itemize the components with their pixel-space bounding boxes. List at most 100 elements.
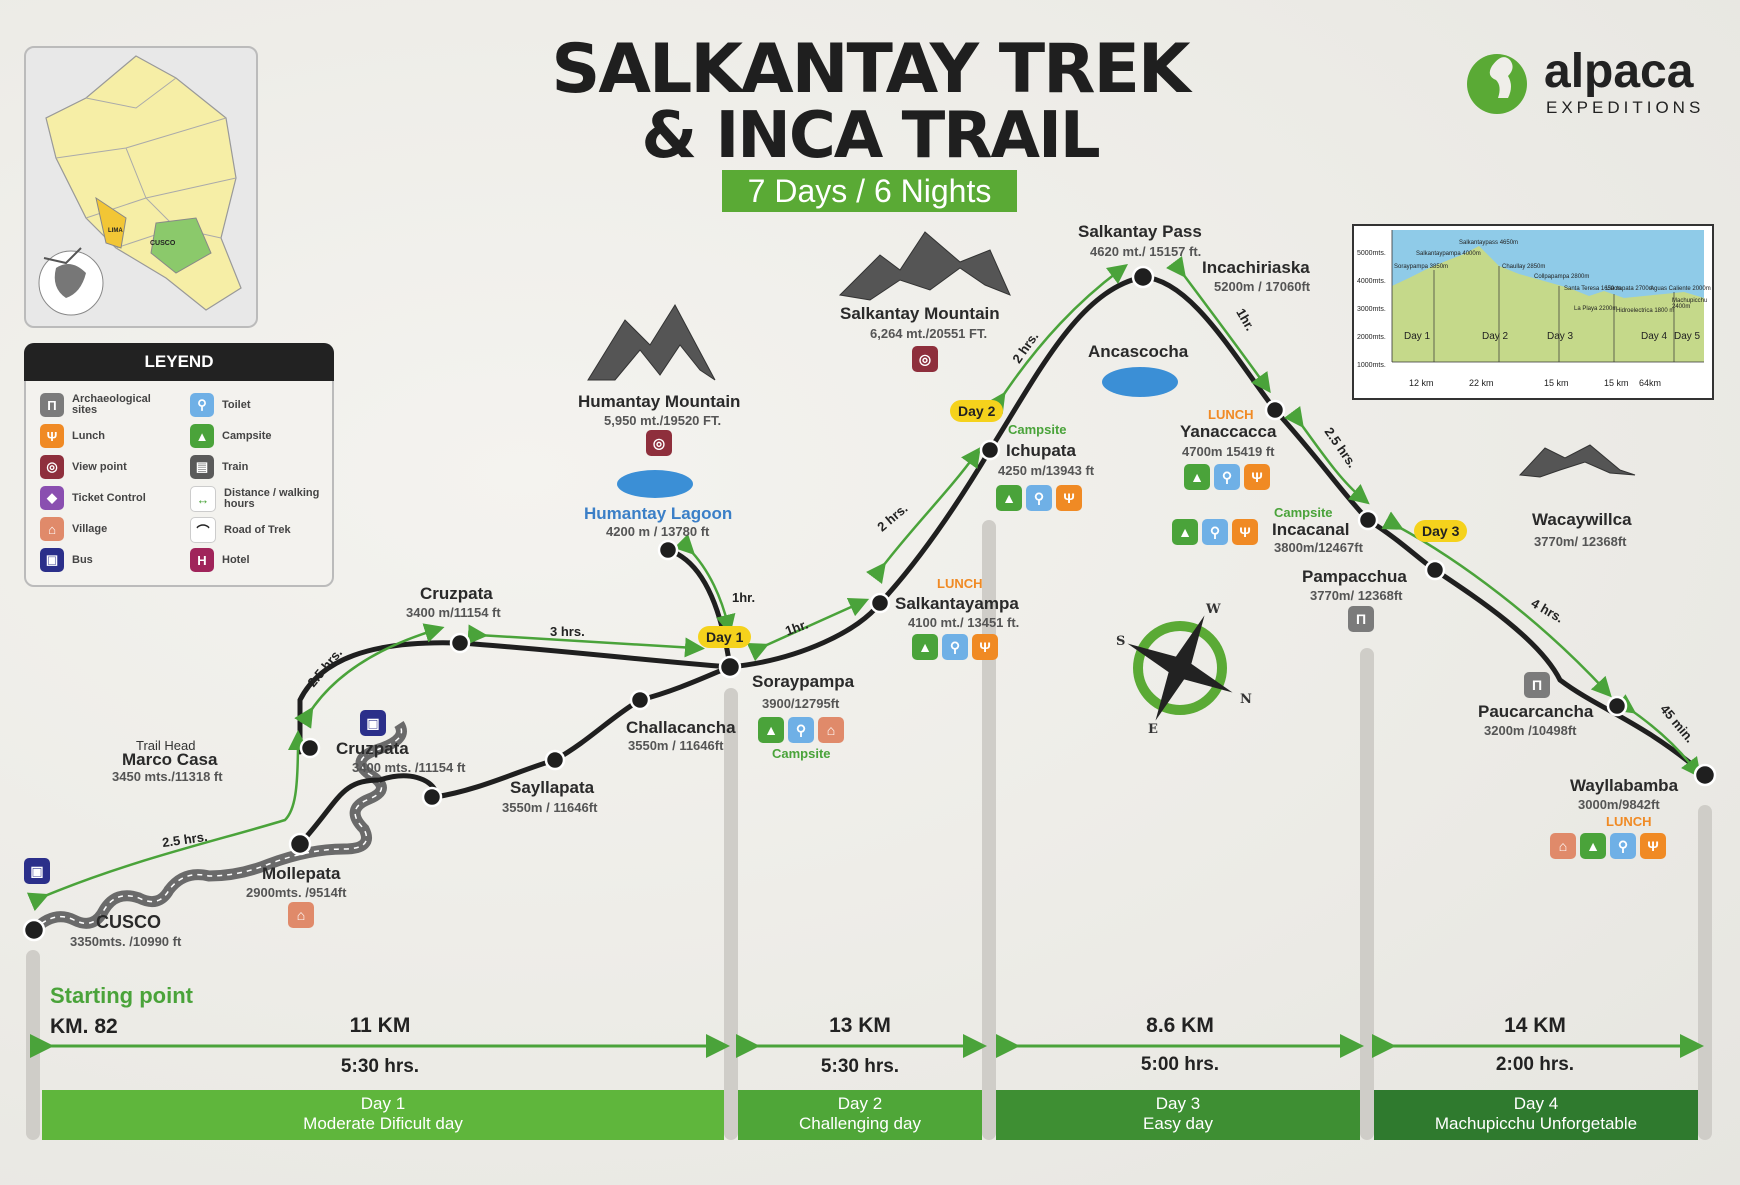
challacancha-name: Challacancha [626, 718, 736, 737]
yanaccacca-icons: ▲ ⚲ Ψ [1184, 464, 1270, 490]
salkantay-viewpoint-icon: ◎ [912, 346, 938, 372]
profile-day4: Day 4 [1641, 331, 1668, 342]
peru-inset-map: CUSCO LIMA [24, 46, 258, 328]
legend-item: ↔ Distance / walking hours [190, 486, 324, 512]
legend-item-label: Toilet [222, 398, 251, 411]
profile-yticks: 5000mts.4000mts.3000mts.2000mts.1000mts. [1357, 250, 1386, 369]
profile-peak9: Hidroelectrica 1800 m [1616, 308, 1675, 314]
seg3-km: 8.6 KM [1146, 1014, 1214, 1037]
legend-item-label: Ticket Control [72, 491, 146, 504]
lunch-icon: Ψ [40, 424, 64, 448]
profile-peak2: Salkantaypampa 4000m [1416, 251, 1481, 257]
pampacchua-ruins-icon: Π [1348, 606, 1374, 632]
humantay-lagoon-name: Humantay Lagoon [584, 504, 733, 523]
soraypampa-alt: 3900/12795ft [762, 696, 840, 711]
legend-item-label: Distance / walking hours [224, 487, 320, 510]
incacanal-name: Incacanal [1272, 520, 1350, 539]
yanaccacca-alt: 4700m 15419 ft [1182, 444, 1275, 459]
incacanal-pre: Campsite [1274, 505, 1333, 520]
ichupata-name: Ichupata [1006, 441, 1076, 460]
paucarcancha-ruins-icon: Π [1524, 672, 1550, 698]
wayllabamba-icons: ⌂ ▲ ⚲ Ψ [1550, 833, 1666, 859]
salkantay-mountain-name: Salkantay Mountain [840, 304, 1000, 323]
legend-item-label: View point [72, 460, 127, 473]
profile-peak6: Santa Teresa 1650 m [1564, 286, 1621, 292]
lunch-icon: Ψ [1056, 485, 1082, 511]
bus-icon: ▣ [40, 548, 64, 572]
day3-marker: Day 3 [1414, 520, 1468, 542]
cruzpata-top-alt: 3400 m/11154 ft [406, 605, 501, 620]
profile-day5: Day 5 [1674, 331, 1701, 342]
brand-name: alpaca [1544, 45, 1694, 98]
campsite-icon: ▲ [190, 424, 214, 448]
cruzpata-bus-name: Cruzpata [336, 739, 409, 758]
paucarcancha-name: Paucarcancha [1478, 702, 1594, 721]
profile-day3: Day 3 [1547, 331, 1574, 342]
distance-icon: ↔ [190, 486, 216, 512]
toilet-icon: ⚲ [1202, 519, 1228, 545]
mollepata-name: Mollepata [262, 864, 341, 883]
wayllabamba-name: Wayllabamba [1570, 776, 1679, 795]
ancascocha-name: Ancascocha [1088, 342, 1189, 361]
wacaywillca-alt: 3770m/ 12368ft [1534, 534, 1627, 549]
legend-item: ▤Train [190, 455, 248, 479]
legend-item-label: Lunch [72, 429, 105, 442]
seg4-km: 14 KM [1504, 1014, 1566, 1037]
pampacchua-name: Pampacchua [1302, 567, 1407, 586]
incachiriaska-name: Incachiriaska [1202, 258, 1310, 277]
train-icon: ▤ [190, 455, 214, 479]
ichupata-alt: 4250 m/13943 ft [998, 463, 1095, 478]
marco-casa-name: Marco Casa [122, 750, 218, 769]
wayllabamba-note: LUNCH [1606, 814, 1652, 829]
toilet-icon: ⚲ [190, 393, 214, 417]
km-start: KM. 82 [50, 1015, 118, 1038]
salkantayampa-alt: 4100 mt./ 13451 ft. [908, 615, 1020, 630]
legend-item-label: Road of Trek [224, 523, 291, 536]
road-icon: ⌒ [190, 517, 216, 543]
soraypampa-name: Soraypampa [752, 672, 855, 691]
compass-rose [1127, 615, 1233, 721]
alpaca-logo-icon [1462, 46, 1532, 116]
sayllapata-alt: 3550m / 11646ft [502, 800, 598, 815]
humantay-mountain-name: Humantay Mountain [578, 392, 741, 411]
profile-dist1: 12 km [1409, 378, 1434, 388]
legend-item: ▣Bus [40, 548, 93, 572]
legend-item-label: Hotel [222, 553, 250, 566]
cruzpata-bus-alt: 3400 mts. /11154 ft [352, 760, 466, 775]
profile-peak8: La Playa 2200m [1574, 306, 1618, 312]
legend-item: ⌒ Road of Trek [190, 517, 291, 543]
campsite-icon: ▲ [1172, 519, 1198, 545]
profile-peak5: Collpapampa 2800m [1534, 274, 1590, 280]
viewpoint-icon: ◎ [40, 455, 64, 479]
salkantay-mountain-alt: 6,264 mt./20551 FT. [870, 326, 988, 341]
yanaccacca-name: Yanaccacca [1180, 422, 1277, 441]
inset-lima-label: LIMA [108, 228, 123, 234]
ichupata-icons: ▲ ⚲ Ψ [996, 485, 1082, 511]
humantay-viewpoint-icon: ◎ [646, 430, 672, 456]
mollepata-alt: 2900mts. /9514ft [246, 885, 347, 900]
legend-title: LEYEND [24, 343, 334, 381]
title-line2: & INCA TRAIL [641, 99, 1100, 173]
legend-item: Ψ Lunch [40, 424, 105, 448]
legend-item: ⚲ Toilet [190, 393, 251, 417]
hrs-lagoon: 1hr. [732, 590, 756, 605]
incachiriaska-alt: 5200m / 17060ft [1214, 279, 1311, 294]
humantay-lagoon-alt: 4200 m / 13780 ft [606, 524, 710, 539]
toilet-icon: ⚲ [1026, 485, 1052, 511]
profile-peak7: Llactapata 2700m [1606, 286, 1654, 292]
incacanal-icons: ▲ ⚲ Ψ [1172, 519, 1258, 545]
compass-n: N [1240, 692, 1252, 707]
bus-icon: ▣ [24, 858, 50, 884]
cruzpata-bus-icon: ▣ [360, 710, 386, 736]
cruzpata-top-name: Cruzpata [420, 584, 493, 603]
seg1-km: 11 KM [349, 1014, 411, 1037]
seg1-hours: 5:30 hrs. [340, 1056, 420, 1077]
brand-tag: EXPEDITIONS [1546, 98, 1705, 117]
ichupata-pre: Campsite [1008, 422, 1067, 437]
legend-item: ◎ View point [40, 455, 127, 479]
legend-item-label: Campsite [222, 429, 272, 442]
salkantay-pass-name: Salkantay Pass [1078, 222, 1202, 241]
